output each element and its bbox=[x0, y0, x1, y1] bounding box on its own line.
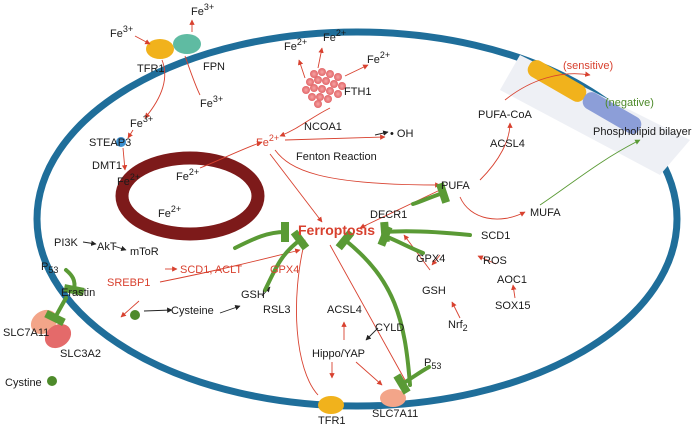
fpn-protein bbox=[173, 34, 201, 54]
phospholipid-bilayer-shape bbox=[500, 55, 690, 175]
pufa-label: PUFA bbox=[441, 180, 470, 192]
black-arrows bbox=[82, 130, 389, 341]
fe2-a-label: Fe2+ bbox=[284, 37, 307, 53]
phospholipid-label: Phospholipid bilayer bbox=[593, 126, 692, 138]
tfr1-bottom-protein bbox=[318, 396, 344, 414]
slc3a2-label: SLC3A2 bbox=[60, 348, 101, 360]
steap3-label: STEAP3 bbox=[89, 137, 131, 149]
akt-label: AkT bbox=[97, 241, 117, 253]
mtor-label: mToR bbox=[130, 246, 159, 258]
slc7a11-bottom-protein bbox=[380, 389, 406, 407]
rsl3-label: RSL3 bbox=[263, 304, 291, 316]
gpx4-left-label: GPX4 bbox=[270, 264, 299, 276]
fe2-nuc2-label: Fe2+ bbox=[176, 167, 199, 183]
fpn-label: FPN bbox=[203, 61, 225, 73]
ncoa1-label: NCOA1 bbox=[304, 121, 342, 133]
dmt1-dot bbox=[116, 137, 126, 147]
fe2-b-label: Fe2+ bbox=[323, 28, 346, 44]
erastin-label: Erastin bbox=[61, 287, 95, 299]
cystine-label: Cystine bbox=[5, 377, 42, 389]
cysteine-label: Cysteine bbox=[171, 305, 214, 317]
fth1-label: FTH1 bbox=[344, 86, 372, 98]
fe3-top-label: Fe3+ bbox=[110, 24, 133, 40]
pufa-coa-label: PUFA-CoA bbox=[478, 109, 532, 121]
mufa-green-arrow bbox=[539, 139, 641, 206]
slc7a11-bottom-label: SLC7A11 bbox=[372, 408, 418, 420]
acsl4-top-label: ACSL4 bbox=[490, 138, 525, 150]
green-inhibitions bbox=[44, 182, 472, 395]
red-arrows bbox=[120, 19, 591, 396]
mufa-label: MUFA bbox=[530, 207, 561, 219]
negative-label: (negative) bbox=[605, 97, 654, 109]
cystine-dot bbox=[47, 376, 57, 386]
p53-left-label: P53 bbox=[41, 261, 58, 275]
fe2-nuc1-label: Fe2+ bbox=[117, 172, 140, 188]
fth1-cluster bbox=[302, 68, 346, 108]
cysteine-dot bbox=[130, 310, 140, 320]
cell-membrane bbox=[33, 28, 681, 410]
pi3k-label: PI3K bbox=[54, 237, 79, 249]
fe2-center-label: Fe2+ bbox=[256, 133, 279, 149]
sox15-label: SOX15 bbox=[495, 300, 530, 312]
fe2-c-label: Fe2+ bbox=[367, 50, 390, 66]
hippo-yap-label: Hippo/YAP bbox=[312, 348, 365, 360]
slc3a2-protein bbox=[44, 323, 72, 349]
tfr1-top-protein bbox=[146, 39, 174, 59]
tfr1-bottom-label: TFR1 bbox=[318, 415, 346, 427]
scd1-label: SCD1 bbox=[481, 230, 510, 242]
p53-bottom-label: P53 bbox=[424, 357, 441, 371]
srebp1-label: SREBP1 bbox=[107, 277, 150, 289]
gsh-right-label: GSH bbox=[422, 285, 446, 297]
aoc1-label: AOC1 bbox=[497, 274, 527, 286]
tfr1-top-label: TFR1 bbox=[137, 63, 165, 75]
dmt1-label: DMT1 bbox=[92, 160, 122, 172]
ferroptosis-label: Ferroptosis bbox=[298, 222, 375, 238]
cyld-label: CYLD bbox=[375, 322, 404, 334]
gsh-left-label: GSH bbox=[241, 289, 265, 301]
fe3-inside-label: Fe3+ bbox=[130, 114, 153, 130]
slc7a11-left-label: SLC7A11 bbox=[3, 327, 49, 339]
fe3-fpn-top-label: Fe3+ bbox=[191, 2, 214, 18]
fenton-label: Fenton Reaction bbox=[296, 151, 377, 163]
ros-label: ROS bbox=[483, 255, 507, 267]
acsl4-bottom-label: ACSL4 bbox=[327, 304, 362, 316]
oh-label: • OH bbox=[390, 128, 413, 140]
nucleus-ring bbox=[115, 151, 265, 241]
decr1-label: DECR1 bbox=[370, 209, 407, 221]
nrf2-label: Nrf2 bbox=[448, 319, 468, 333]
gpx4-right-label: GPX4 bbox=[416, 253, 445, 265]
sensitive-label: (sensitive) bbox=[563, 60, 613, 72]
fe2-nuc3-label: Fe2+ bbox=[158, 204, 181, 220]
fe3-fpn-label: Fe3+ bbox=[200, 94, 223, 110]
scd1-aclt-label: SCD1, ACLT bbox=[180, 264, 242, 276]
